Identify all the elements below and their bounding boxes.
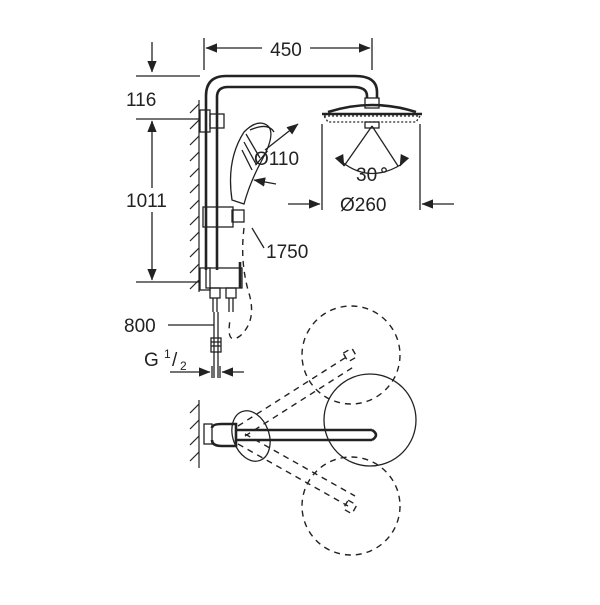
dimension-head-diameter: Ø260 xyxy=(288,124,454,216)
side-elevation-view: 450 116 1011 Ø110 30 xyxy=(124,38,454,378)
dimension-hand-shower: Ø110 xyxy=(253,123,299,187)
hand-shower-diameter-label: Ø110 xyxy=(254,149,299,170)
wall-hatching xyxy=(189,100,200,292)
mixer-body xyxy=(205,262,243,312)
hand-shower xyxy=(229,122,275,205)
dimension-thread: G 1 / 2 xyxy=(144,347,244,378)
thread-denominator: 2 xyxy=(180,359,187,373)
dimension-tilt-angle: 30 xyxy=(334,125,410,186)
plan-hand-shower xyxy=(231,410,271,462)
riser-rail xyxy=(204,102,219,270)
supply-pipe xyxy=(210,312,222,378)
shower-head xyxy=(322,97,422,129)
thread-fraction-slash: / xyxy=(172,350,178,371)
thread-label: G xyxy=(144,350,159,371)
height-top-label: 116 xyxy=(126,90,156,111)
plan-shower-head xyxy=(323,373,417,467)
hose-length-label: 1750 xyxy=(266,242,308,263)
hand-shower-holder xyxy=(202,206,245,228)
tilt-angle-label: 30 xyxy=(356,165,377,186)
plan-wall-mount xyxy=(203,422,238,448)
plan-wall-hatching xyxy=(189,400,200,468)
plan-arm xyxy=(236,428,378,442)
plan-view xyxy=(189,305,417,556)
dimension-width: 450 xyxy=(203,38,373,70)
dimension-hose-length: 1750 xyxy=(251,227,308,263)
width-dimension-label: 450 xyxy=(270,40,302,61)
shower-arm xyxy=(204,74,379,102)
inlet-height-label: 800 xyxy=(124,316,156,337)
head-diameter-label: Ø260 xyxy=(340,195,386,216)
dimension-heights: 116 1011 xyxy=(124,42,200,283)
height-main-label: 1011 xyxy=(126,191,167,212)
wall-brackets xyxy=(199,109,225,291)
thread-numerator: 1 xyxy=(164,347,171,361)
plan-swivel-positions xyxy=(237,305,401,556)
dimension-inlet-height: 800 xyxy=(124,316,214,337)
shower-hose xyxy=(228,227,253,340)
